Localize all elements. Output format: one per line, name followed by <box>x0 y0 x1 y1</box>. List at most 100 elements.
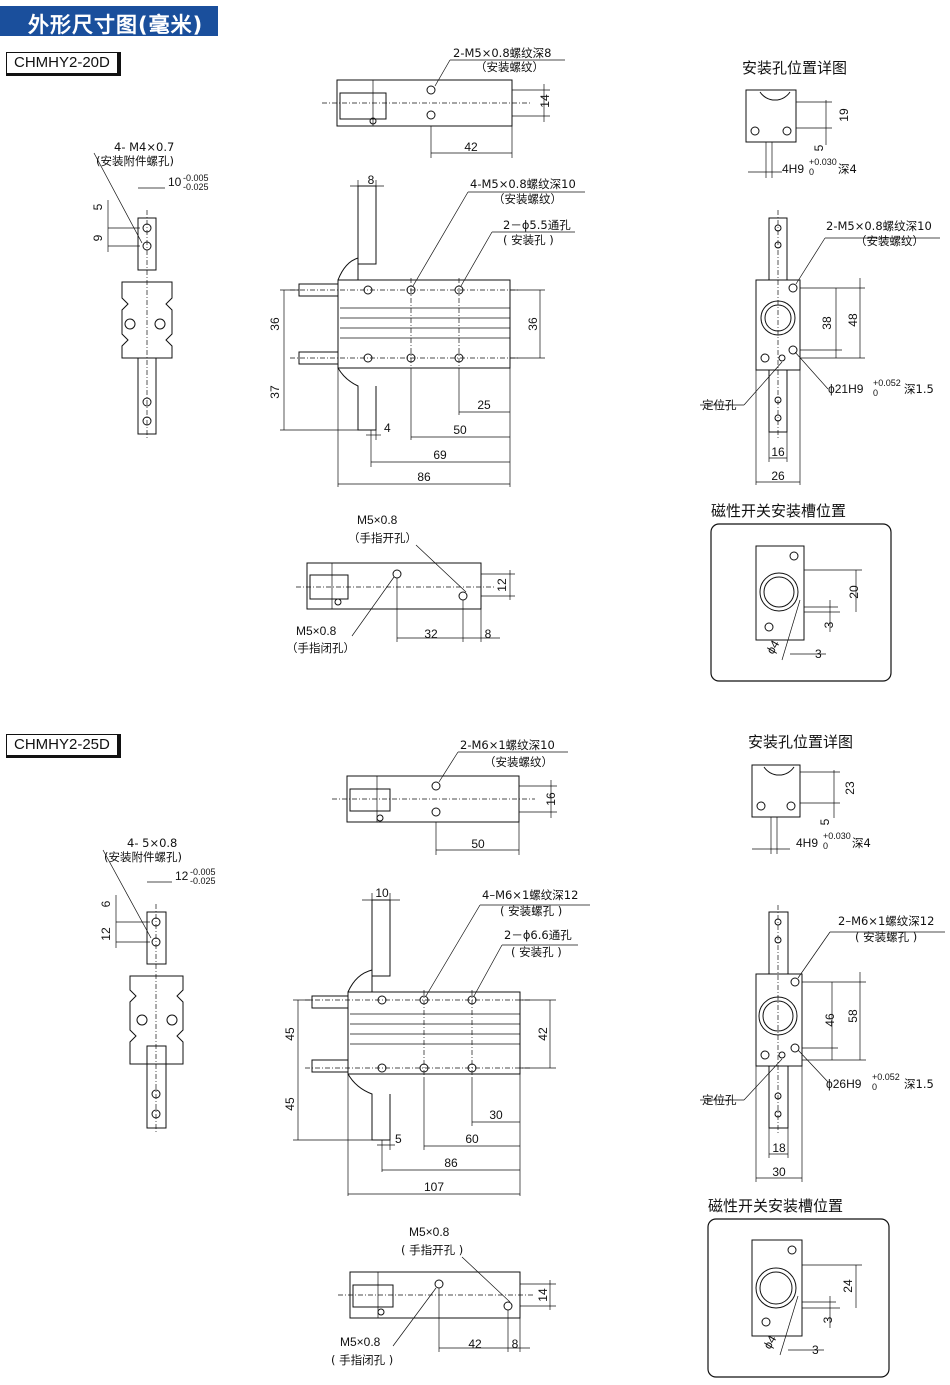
dim-text: 36 <box>526 317 540 331</box>
top-view-25d: 2-M6×1螺纹深10 （安装螺纹） 16 50 <box>332 738 568 855</box>
dim-text: 6 <box>99 900 113 907</box>
dim-text: 深4 <box>838 162 857 176</box>
detail-view-20d: 安装孔位置详图 19 5 4H9 +0.030 0 深4 <box>742 59 857 178</box>
label: 2-M6×1螺纹深10 <box>460 738 555 752</box>
end-view-25d: 2–M6×1螺纹深12 ( 安装螺孔 ) 46 58 ϕ26H9 +0.052 … <box>700 905 945 1182</box>
label: 定位孔 <box>702 1093 737 1107</box>
end-view-20d: 2-M5×0.8螺纹深10 （安装螺纹） 38 48 ϕ21H9 +0.052 … <box>700 210 940 485</box>
dim-text: 深1.5 <box>904 382 934 396</box>
dim-text: 42 <box>468 1337 482 1351</box>
dim-text: 46 <box>823 1013 837 1027</box>
label: M5×0.8 <box>409 1225 450 1239</box>
label: M5×0.8 <box>357 513 398 527</box>
dim-text: 16 <box>544 792 558 806</box>
dim-text: ϕ21H9 <box>828 382 864 396</box>
dim-text: 0 <box>873 388 878 398</box>
label: （安装螺纹） <box>484 755 553 769</box>
dim-text: 5 <box>395 1132 402 1146</box>
label: 4- M4×0.7 <box>114 140 174 154</box>
side-view-25d: 4- 5×0.8 (安装附件螺孔) 12 -0.005 -0.025 6 12 <box>99 836 216 1134</box>
detail-view-title: 安装孔位置详图 <box>748 733 853 751</box>
dim-text: -0.025 <box>190 876 216 886</box>
dim-text: 9 <box>91 234 105 241</box>
dim-text: 19 <box>837 108 851 122</box>
label: （手指开孔） <box>348 531 417 545</box>
side-view-20d: 4- M4×0.7 (安装附件螺孔) 10 -0.005 -0.025 5 9 <box>91 140 209 440</box>
dim-text: 30 <box>772 1165 786 1179</box>
dim-text: 45 <box>283 1027 297 1041</box>
label: ( 安装螺孔 ) <box>500 904 562 918</box>
switch-view-frame <box>710 523 892 682</box>
finger-view-20d: M5×0.8 （手指开孔） M5×0.8 （手指闭孔） 12 32 8 <box>286 513 515 655</box>
main-view-25d: 4–M6×1螺纹深12 ( 安装螺孔 ) 2－ϕ6.6通孔 ( 安装孔 ) 10… <box>283 886 590 1196</box>
dim-text: 10 <box>168 175 182 189</box>
dim-text: 48 <box>846 313 860 327</box>
label: 2－ϕ5.5通孔 <box>503 218 571 232</box>
dim-text: 60 <box>465 1132 479 1146</box>
label: (安装附件螺孔) <box>104 850 182 864</box>
dim-text: ϕ4 <box>763 638 782 657</box>
label: 4-M5×0.8螺纹深10 <box>470 177 576 191</box>
dim-text: 30 <box>489 1108 503 1122</box>
model-tag-25d: CHMHY2-25D <box>6 734 121 758</box>
dim-text: 37 <box>268 385 282 399</box>
dim-text: 4H9 <box>782 162 804 176</box>
dim-text: 18 <box>772 1141 786 1155</box>
dim-text: -0.025 <box>183 182 209 192</box>
dim-text: 14 <box>538 94 552 108</box>
switch-view-frame <box>707 1218 890 1378</box>
main-view-20d: 4-M5×0.8螺纹深10 （安装螺纹） 2－ϕ5.5通孔 ( 安装孔 ) 8 … <box>268 173 585 487</box>
dim-text: 14 <box>536 1288 550 1302</box>
switch-view-25d: 磁性开关安装槽位置 24 3 ϕ4 3 <box>707 1197 890 1378</box>
switch-view-title: 磁性开关安装槽位置 <box>711 502 846 520</box>
dim-text: 86 <box>417 470 431 484</box>
dim-text: 25 <box>477 398 491 412</box>
label: ( 手指开孔 ) <box>401 1243 463 1257</box>
dim-text: +0.052 <box>872 1072 900 1082</box>
dim-text: ϕ26H9 <box>826 1077 862 1091</box>
dim-text: 深1.5 <box>904 1077 934 1091</box>
dim-text: +0.030 <box>823 831 851 841</box>
dim-text: -0.005 <box>183 173 209 183</box>
dim-text: 20 <box>847 585 861 599</box>
dim-text: 107 <box>424 1180 444 1194</box>
label: ( 安装螺孔 ) <box>855 930 917 944</box>
switch-view-title: 磁性开关安装槽位置 <box>708 1197 843 1215</box>
dim-text: 3 <box>822 621 836 628</box>
dim-text: 24 <box>841 1279 855 1293</box>
switch-view-20d: 磁性开关安装槽位置 20 3 ϕ4 3 <box>710 502 892 682</box>
label: 2-M5×0.8螺纹深10 <box>826 219 932 233</box>
dim-text: +0.052 <box>873 378 901 388</box>
dim-text: 3 <box>815 647 822 661</box>
dim-text: 4H9 <box>796 836 818 850</box>
dim-text: 45 <box>283 1097 297 1111</box>
model-25d-drawings: 2-M6×1螺纹深10 （安装螺纹） 16 50 安装孔位置详图 23 5 4H… <box>99 733 945 1378</box>
label: （安装螺纹） <box>475 60 544 74</box>
label: （手指闭孔） <box>286 641 355 655</box>
label: ( 安装孔 ) <box>511 945 562 959</box>
dim-text: 42 <box>464 140 478 154</box>
dim-text: 12 <box>495 578 509 592</box>
dim-text: 5 <box>91 203 105 210</box>
label: ( 手指闭孔 ) <box>331 1353 393 1367</box>
dim-text: 12 <box>99 927 113 941</box>
dim-text: 50 <box>453 423 467 437</box>
detail-view-title: 安装孔位置详图 <box>742 59 847 77</box>
dim-text: 23 <box>843 781 857 795</box>
detail-view-25d: 安装孔位置详图 23 5 4H9 +0.030 0 深4 <box>748 733 871 854</box>
model-tag-20d: CHMHY2-20D <box>6 52 121 76</box>
dim-text: 5 <box>818 818 832 825</box>
dim-text: 38 <box>820 316 834 330</box>
dim-text: 8 <box>485 627 492 641</box>
dim-text: 36 <box>268 317 282 331</box>
dim-text: -0.005 <box>190 867 216 877</box>
label: 定位孔 <box>702 398 737 412</box>
page-title-bar: 外形尺寸图(毫米) <box>0 6 218 37</box>
label: 2－ϕ6.6通孔 <box>504 928 572 942</box>
label: 2-M5×0.8螺纹深8 <box>453 46 551 60</box>
dim-text: 26 <box>771 469 785 483</box>
dim-text: ϕ4 <box>760 1333 779 1352</box>
label: M5×0.8 <box>340 1335 381 1349</box>
dim-text: 42 <box>536 1027 550 1041</box>
